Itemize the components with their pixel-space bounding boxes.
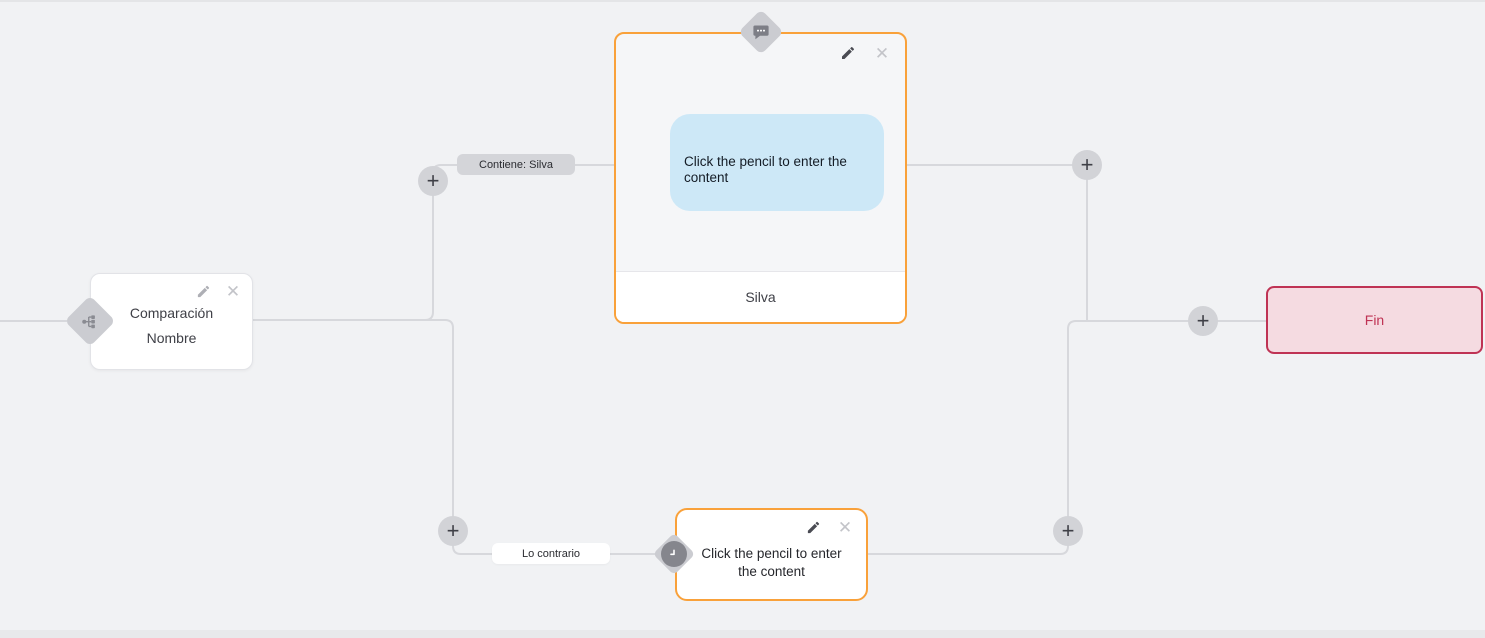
- edge-condition-false: [253, 319, 658, 555]
- edge-label-contains: Contiene: Silva: [457, 154, 575, 175]
- add-node-button-after-message[interactable]: +: [1072, 150, 1102, 180]
- edge-wait-to-end: [868, 320, 1266, 555]
- wait-node-placeholder: Click the pencil to enter the content: [701, 546, 842, 580]
- edit-pencil-icon[interactable]: [804, 518, 822, 536]
- message-node[interactable]: ✕ Click the pencil to enter the content …: [614, 32, 907, 324]
- add-node-button-before-end[interactable]: +: [1188, 306, 1218, 336]
- message-node-handle: [738, 9, 784, 55]
- edge-label-otherwise: Lo contrario: [492, 543, 610, 564]
- edge-message-to-end: [907, 164, 1088, 321]
- close-icon[interactable]: ✕: [225, 281, 241, 301]
- wait-node[interactable]: ✕ Click the pencil to enter the content: [675, 508, 868, 601]
- message-node-footer: Silva: [616, 271, 905, 322]
- wait-node-handle: [652, 532, 696, 576]
- condition-node[interactable]: ✕ Comparación Nombre: [90, 273, 253, 370]
- chat-bubble-icon: [752, 24, 770, 40]
- branch-icon: [82, 313, 99, 330]
- edit-pencil-icon[interactable]: [194, 282, 212, 300]
- clock-icon: [661, 541, 687, 567]
- close-icon[interactable]: ✕: [837, 517, 853, 537]
- message-preview-bubble: Click the pencil to enter the content: [670, 114, 884, 211]
- add-node-button-after-wait[interactable]: +: [1053, 516, 1083, 546]
- condition-node-handle: [64, 295, 116, 347]
- condition-title-line2: Nombre: [146, 330, 197, 346]
- close-icon[interactable]: ✕: [874, 43, 890, 63]
- add-node-button-false-branch[interactable]: +: [438, 516, 468, 546]
- end-node[interactable]: Fin: [1266, 286, 1483, 354]
- add-node-button-true-branch[interactable]: +: [418, 166, 448, 196]
- condition-title-line1: Comparación: [129, 305, 214, 321]
- edit-pencil-icon[interactable]: [839, 44, 857, 62]
